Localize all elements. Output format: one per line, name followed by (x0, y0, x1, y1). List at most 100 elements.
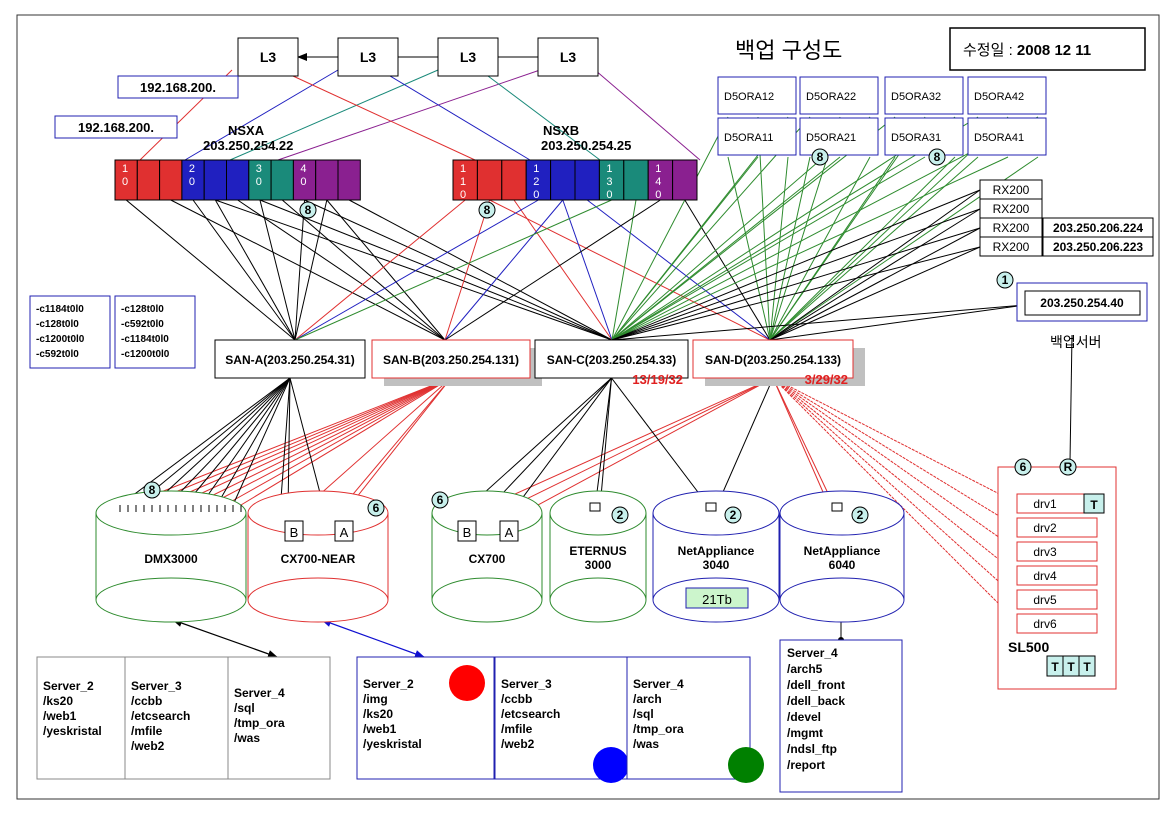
nsxb-badge (478, 201, 496, 219)
tape-drive (1016, 541, 1098, 562)
san-switch (214, 339, 366, 379)
tape-drive (1016, 613, 1098, 634)
rx200-label: RX200 (993, 202, 1030, 216)
nsx-port-label: 0 (655, 189, 661, 201)
connection-line (344, 377, 452, 513)
connection-line (479, 69, 601, 161)
server-line: /mgmt (787, 726, 823, 740)
rx200-ip: 203.250.206.223 (1053, 240, 1143, 254)
netapp6040-badge-text: 2 (857, 508, 864, 522)
connection-line (348, 199, 613, 341)
ip-box (117, 75, 239, 99)
server-line: /ccbb (501, 692, 532, 706)
connection-line (611, 377, 711, 509)
server-line: /ndsl_ftp (787, 742, 837, 756)
dsora-badge-text: 8 (817, 150, 824, 164)
library-name: SL500 (1008, 639, 1049, 655)
connection-line (208, 377, 452, 506)
connection-line (224, 377, 452, 506)
server-line: /tmp_ora (633, 722, 684, 736)
nsx-port-label: 1 (122, 163, 128, 175)
connection-line (321, 619, 425, 658)
lun-list-box (114, 295, 196, 369)
connection-line (299, 377, 452, 513)
storage-cylinder-top (247, 490, 389, 536)
lun-item: -c1200t0l0 (36, 334, 85, 345)
storage-cylinder-top (652, 490, 780, 536)
nsx-port (550, 159, 576, 201)
lun-item: -c592t0l0 (121, 319, 164, 330)
dsora-label: D5ORA22 (806, 91, 856, 103)
connection-line (172, 619, 278, 658)
connection-line (192, 199, 296, 341)
nsx-port (476, 159, 503, 201)
dsora-label: D5ORA11 (724, 132, 773, 144)
server-line: Server_4 (787, 646, 838, 660)
san-note: 3/29/32 (805, 372, 848, 387)
server-line: /mfile (131, 724, 163, 738)
connection-line (215, 199, 613, 341)
nsx-port-label: 3 (606, 176, 612, 188)
dsora-box (884, 76, 964, 115)
dsora-badge (928, 148, 946, 166)
tape-slot-label: T (1083, 660, 1091, 674)
connection-line (772, 377, 1018, 528)
connection-line (444, 199, 661, 341)
storage-cylinder-body (779, 513, 905, 623)
nsx-port-label: 2 (533, 176, 539, 188)
connection-line (462, 377, 612, 513)
lun-item: -c1184t0l0 (36, 304, 84, 315)
l3-switch-label: L3 (260, 49, 277, 65)
storage-name: 3040 (703, 558, 730, 572)
server-line: /sql (633, 707, 654, 721)
connection-line (769, 246, 981, 341)
nsxb-badge-text: 8 (484, 203, 491, 217)
connection-line (611, 199, 637, 341)
server-line: /report (787, 758, 825, 772)
tape-drive-label: drv6 (1033, 617, 1057, 631)
server-line: /ks20 (43, 694, 73, 708)
lun-item: -c128t0l0 (121, 304, 164, 315)
connection-line (769, 156, 979, 341)
connection-line (125, 199, 296, 341)
connection-line (611, 304, 1026, 341)
connection-line (772, 377, 836, 509)
connection-line (499, 377, 774, 513)
storage-cylinder-top (549, 490, 647, 536)
connection-line (379, 69, 531, 161)
san-label: SAN-D(203.250.254.133) (705, 353, 841, 367)
storage-cylinder-top (431, 490, 543, 536)
nsx-port (501, 159, 527, 201)
connection-line (170, 199, 446, 341)
rx200-label: RX200 (993, 221, 1030, 235)
connection-line (192, 377, 452, 506)
nsx-port (598, 159, 625, 201)
server-line: /arch5 (787, 662, 823, 676)
storage-cylinder (779, 490, 905, 623)
connection-line (769, 227, 981, 341)
eternus-port (589, 502, 601, 512)
connection-line (594, 377, 612, 509)
connection-line (715, 377, 774, 509)
server-line: /was (633, 737, 659, 751)
connection-line (772, 377, 1018, 575)
san-label: SAN-A(203.250.254.31) (225, 353, 354, 367)
library-badge (1014, 458, 1032, 476)
connection-line (289, 377, 326, 513)
connection-line (184, 377, 291, 506)
nsx-port (337, 159, 361, 201)
storage-cylinder-bottom-back (779, 577, 905, 601)
lun-item: -c1184t0l0 (121, 334, 169, 345)
connection-line (611, 156, 1009, 341)
dsora-label: D5ORA32 (891, 91, 941, 103)
nsx-port-label: 0 (122, 176, 128, 188)
connection-line (281, 199, 446, 341)
storage-cylinder-top (95, 490, 247, 536)
connection-line (237, 199, 446, 341)
nsx-port-label: 0 (189, 176, 195, 188)
connection-line (167, 377, 291, 506)
server-line: /img (363, 692, 388, 706)
nsx-port-label: 0 (606, 189, 612, 201)
server-line: /web1 (43, 709, 77, 723)
